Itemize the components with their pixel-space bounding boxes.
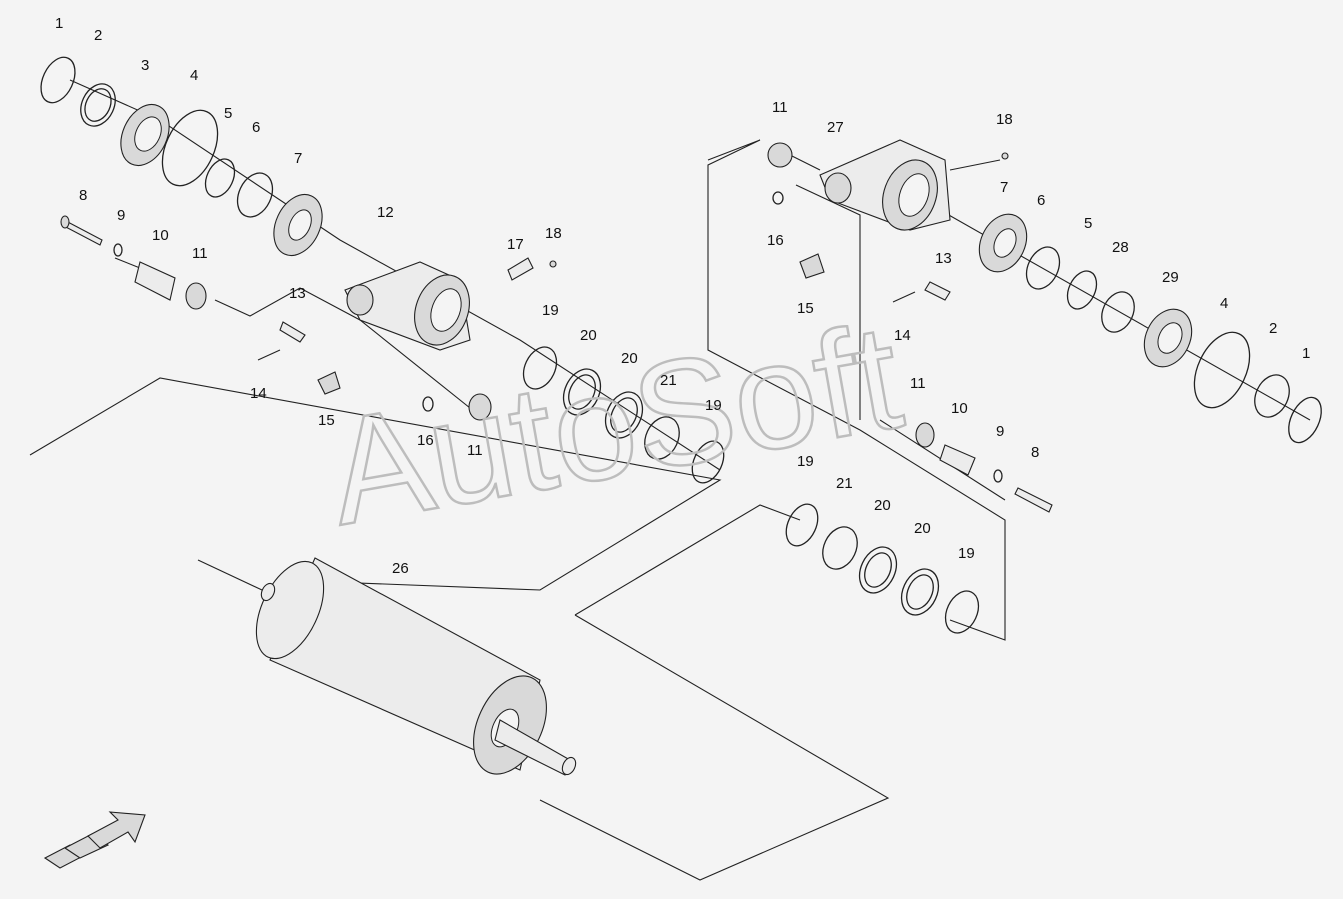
direction-arrow-icon (43, 811, 146, 869)
callout: 7 (294, 150, 302, 167)
callout: 6 (252, 119, 260, 136)
callout: 11 (467, 442, 483, 459)
callout: 18 (545, 225, 562, 242)
callout: 4 (1220, 295, 1228, 312)
callout: 18 (996, 111, 1013, 128)
callout: 17 (507, 236, 524, 253)
callout: 8 (79, 187, 87, 204)
callout: 19 (797, 453, 814, 470)
callout: 4 (190, 67, 198, 84)
callout: 7 (1000, 179, 1008, 196)
callout: 15 (318, 412, 335, 429)
callout: 2 (94, 27, 102, 44)
callout: 6 (1037, 192, 1045, 209)
callout: 15 (797, 300, 814, 317)
callout: 27 (827, 119, 844, 136)
callout: 11 (772, 99, 788, 116)
callout: 20 (621, 350, 638, 367)
callout: 26 (392, 560, 409, 577)
callout: 5 (224, 105, 232, 122)
callout: 19 (542, 302, 559, 319)
right-assembly-parts (767, 139, 1322, 634)
callout: 13 (289, 285, 306, 302)
callout: 5 (1084, 215, 1092, 232)
callout: 13 (935, 250, 952, 267)
callout: 20 (874, 497, 891, 514)
callout: 11 (910, 375, 926, 392)
roller-26 (255, 557, 577, 776)
callout-labels: 1 2 3 4 5 6 7 8 9 10 11 12 13 14 15 16 1… (55, 15, 1310, 577)
callout: 1 (1302, 345, 1310, 362)
callout: 19 (705, 397, 722, 414)
callout: 8 (1031, 444, 1039, 461)
callout: 21 (836, 475, 853, 492)
callout: 9 (996, 423, 1004, 440)
callout: 21 (660, 372, 677, 389)
callout: 10 (951, 400, 968, 417)
callout: 19 (958, 545, 975, 562)
callout: 16 (767, 232, 784, 249)
callout: 9 (117, 207, 125, 224)
callout: 16 (417, 432, 434, 449)
callout: 1 (55, 15, 63, 32)
callout: 14 (250, 385, 267, 402)
callout: 10 (152, 227, 169, 244)
callout: 20 (914, 520, 931, 537)
callout: 3 (141, 57, 149, 74)
callout: 12 (377, 204, 394, 221)
callout: 2 (1269, 320, 1277, 337)
callout: 28 (1112, 239, 1129, 256)
callout: 29 (1162, 269, 1179, 286)
callout: 14 (894, 327, 911, 344)
callout: 20 (580, 327, 597, 344)
callout: 11 (192, 245, 208, 262)
left-assembly-parts (40, 56, 725, 484)
